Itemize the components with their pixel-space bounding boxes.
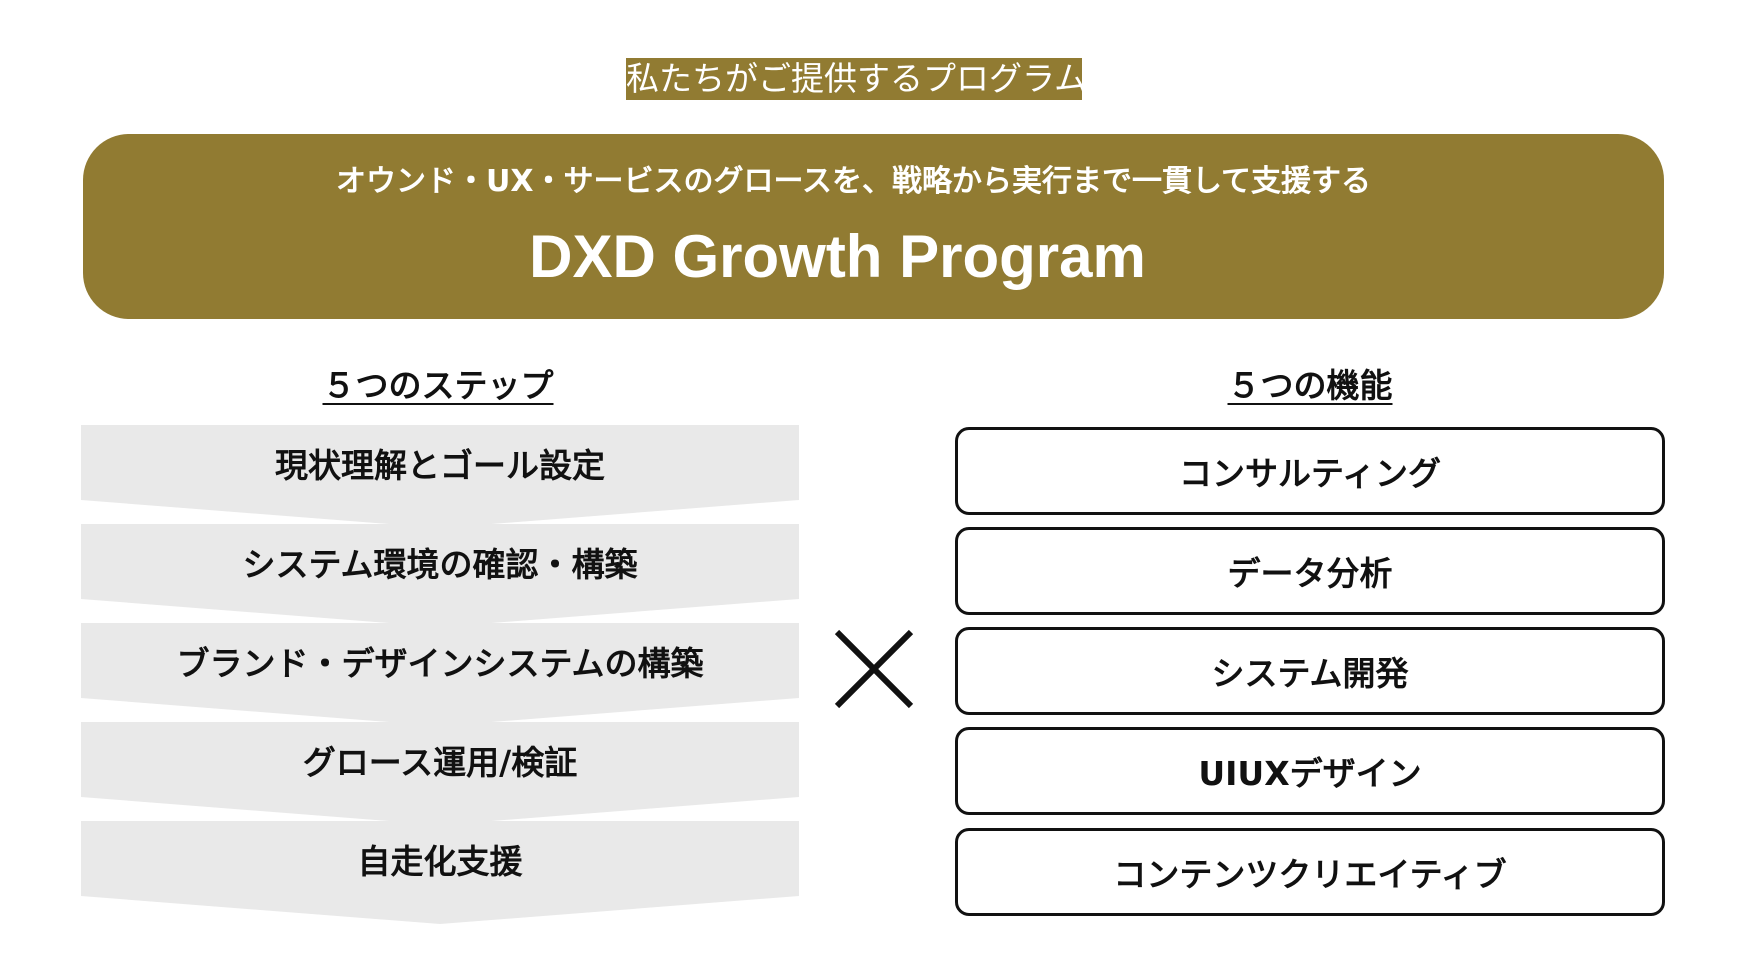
function-item: コンテンツクリエイティブ (955, 828, 1665, 916)
banner-subtitle: オウンド・UX・サービスのグロースを、戦略から実行まで一貫して支援する (335, 164, 1372, 199)
function-item: システム開発 (955, 627, 1665, 715)
step-item: システム環境の確認・構築 (81, 524, 799, 627)
chevron-shape (81, 524, 799, 627)
step-label: 自走化支援 (357, 841, 523, 881)
step-item: 現状理解とゴール設定 (81, 425, 799, 528)
chevron-shape (81, 722, 799, 825)
step-item: 自走化支援 (81, 821, 799, 924)
program-banner: オウンド・UX・サービスのグロースを、戦略から実行まで一貫して支援する DXD … (83, 134, 1664, 319)
function-item: データ分析 (955, 527, 1665, 615)
function-item: UIUXデザイン (955, 727, 1665, 815)
times-icon (834, 629, 914, 709)
step-label: システム環境の確認・構築 (242, 544, 638, 584)
step-item: ブランド・デザインシステムの構築 (81, 623, 799, 726)
step-label: 現状理解とゴール設定 (275, 445, 605, 485)
step-label: グロース運用/検証 (302, 742, 578, 782)
section-label: 私たちがご提供するプログラム (626, 58, 1088, 100)
chevron-shape (81, 623, 799, 726)
chevron-gaps (81, 0, 799, 954)
steps-header: ５つのステップ (322, 366, 554, 405)
step-label: ブランド・デザインシステムの構築 (176, 643, 704, 683)
banner-title: DXD Growth Program (529, 223, 1146, 290)
chevron-shape (81, 425, 799, 528)
chevron-shape (81, 821, 799, 924)
step-item: グロース運用/検証 (81, 722, 799, 825)
functions-header: ５つの機能 (1227, 366, 1393, 405)
function-item: コンサルティング (955, 427, 1665, 515)
